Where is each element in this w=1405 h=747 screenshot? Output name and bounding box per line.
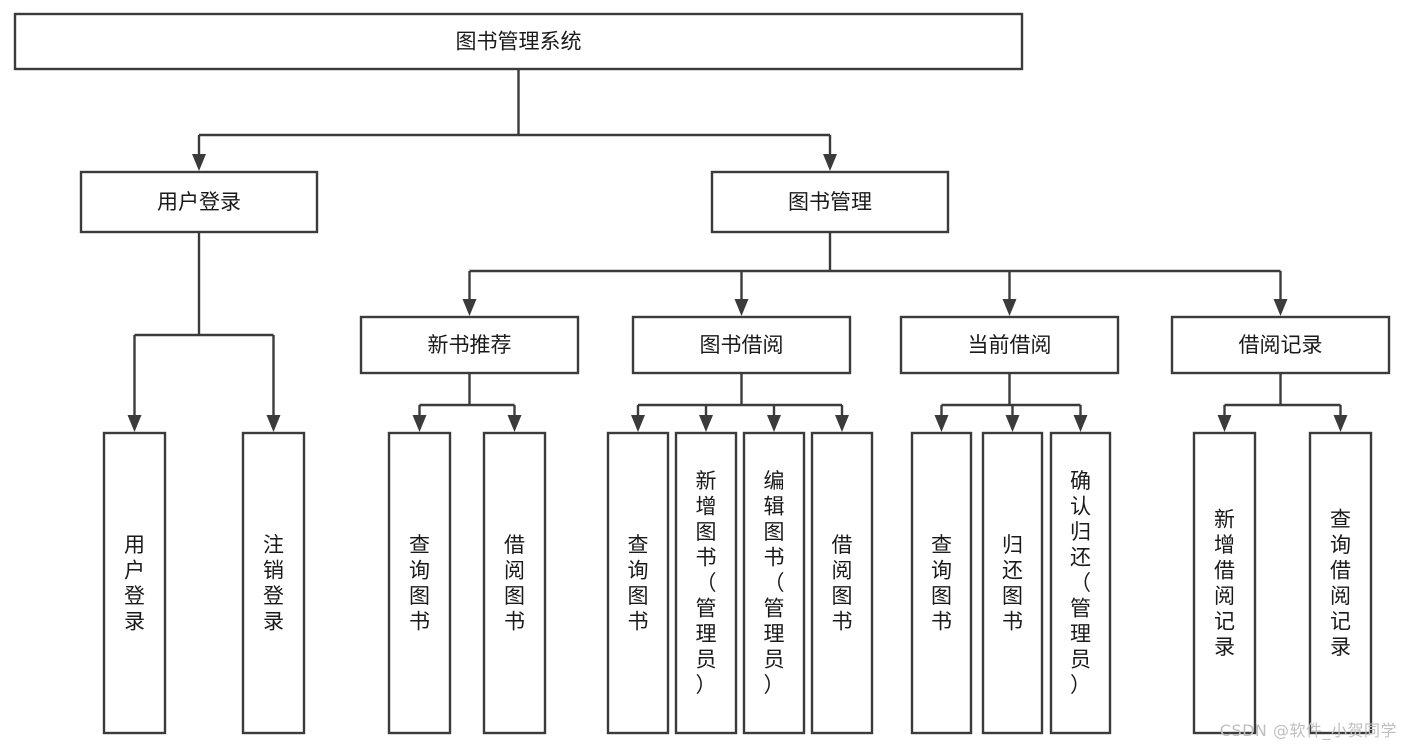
connector-group [127,232,281,432]
node-box[interactable] [1049,431,1112,735]
connector-group [462,232,1288,316]
node-label: 查询图书 [409,533,430,634]
connector-group [631,373,849,432]
node-label: 查询图书 [628,533,649,634]
node-label: 编辑图书（管理员） [764,469,785,697]
connector-layer [127,69,1348,432]
node-leaf[interactable]: 编辑图书（管理员） [742,431,806,735]
node-label: 注销登录 [263,533,284,634]
node-box[interactable] [606,431,670,735]
node-box[interactable] [387,431,452,735]
node-label: 借阅记录 [1239,333,1323,357]
node-label: 查询借阅记录 [1330,507,1351,659]
connector-group [1217,373,1348,432]
node-label: 图书管理 [788,190,872,214]
node-level3[interactable]: 借阅记录 [1170,315,1391,375]
node-leaf[interactable]: 查询图书 [387,431,452,735]
node-box[interactable] [631,315,852,375]
node-level3[interactable]: 图书借阅 [631,315,852,375]
node-box[interactable] [1170,315,1391,375]
node-label: 借阅图书 [832,533,853,634]
node-leaf[interactable]: 用户登录 [102,431,167,735]
node-label: 归还图书 [1002,533,1023,634]
node-level3[interactable]: 当前借阅 [899,315,1120,375]
node-layer: 图书管理系统用户登录图书管理新书推荐图书借阅当前借阅借阅记录用户登录注销登录查询… [13,12,1391,735]
node-label: 新增借阅记录 [1214,507,1235,659]
node-level3[interactable]: 新书推荐 [359,315,580,375]
node-leaf[interactable]: 借阅图书 [810,431,874,735]
node-box[interactable] [810,431,874,735]
node-label: 用户登录 [124,533,145,634]
node-box[interactable] [742,431,806,735]
node-label: 新增图书（管理员） [696,469,717,697]
node-level2[interactable]: 图书管理 [710,170,950,234]
node-box[interactable] [241,431,306,735]
node-box[interactable] [79,170,319,234]
node-label: 当前借阅 [968,333,1052,357]
node-box[interactable] [102,431,167,735]
node-root[interactable]: 图书管理系统 [13,12,1024,71]
node-box[interactable] [1192,431,1257,735]
node-leaf[interactable]: 新增借阅记录 [1192,431,1257,735]
connector-group [412,373,522,432]
node-leaf[interactable]: 查询图书 [606,431,670,735]
csdn-watermark: CSDN @软件_小贺同学 [1219,721,1397,740]
node-label: 图书借阅 [700,333,784,357]
node-label: 用户登录 [157,190,241,214]
connector-group [934,373,1088,432]
node-label: 确认归还（管理员） [1070,469,1091,697]
node-level2[interactable]: 用户登录 [79,170,319,234]
node-box[interactable] [910,431,973,735]
node-label: 新书推荐 [428,333,512,357]
connector-group [192,69,837,171]
node-leaf[interactable]: 查询图书 [910,431,973,735]
node-box[interactable] [710,170,950,234]
node-label: 借阅图书 [504,533,525,634]
node-box[interactable] [359,315,580,375]
node-box[interactable] [1308,431,1373,735]
node-leaf[interactable]: 新增图书（管理员） [674,431,738,735]
node-box[interactable] [981,431,1044,735]
node-leaf[interactable]: 借阅图书 [482,431,547,735]
node-box[interactable] [13,12,1024,71]
node-leaf[interactable]: 确认归还（管理员） [1049,431,1112,735]
node-box[interactable] [674,431,738,735]
node-leaf[interactable]: 查询借阅记录 [1308,431,1373,735]
node-leaf[interactable]: 注销登录 [241,431,306,735]
node-box[interactable] [899,315,1120,375]
node-label: 图书管理系统 [456,30,582,54]
node-label: 查询图书 [931,533,952,634]
node-box[interactable] [482,431,547,735]
node-leaf[interactable]: 归还图书 [981,431,1044,735]
